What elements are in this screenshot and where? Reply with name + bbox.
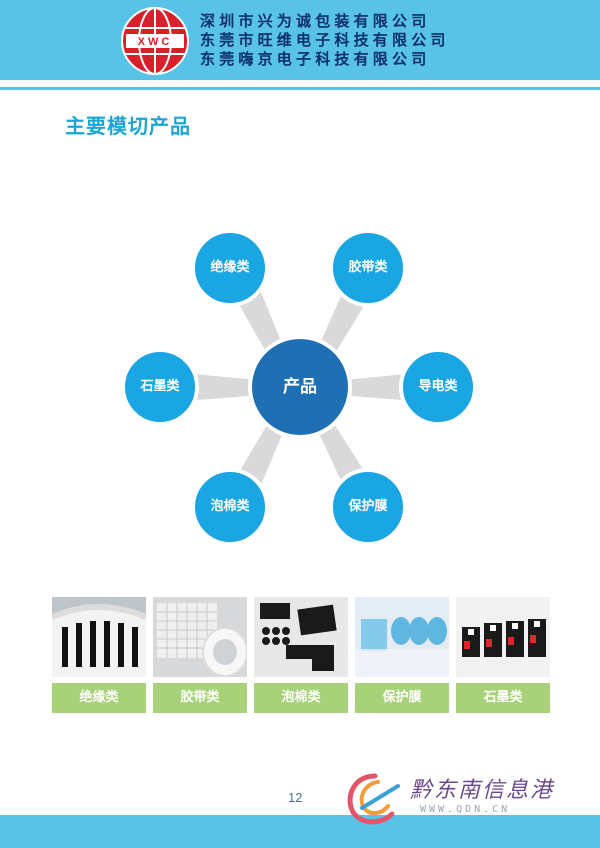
company-name-2: 东莞市旺维电子科技有限公司 [200, 31, 450, 49]
node-label-conductive: 导电类 [418, 379, 458, 394]
company-name-1: 深圳市兴为诚包装有限公司 [200, 12, 431, 30]
node-film [329, 468, 407, 546]
adhesive-tape-roll-photo-icon [153, 597, 247, 677]
caption-tape: 胶带类 [153, 683, 247, 713]
header-divider [0, 87, 600, 90]
company-name-3: 东莞嗨京电子科技有限公司 [200, 50, 431, 68]
section-title: 主要模切产品 [65, 114, 191, 138]
footer-banner [0, 815, 600, 848]
caption-graphite: 石墨类 [456, 683, 550, 713]
logo-text: XWC [138, 36, 173, 48]
node-graphite [121, 348, 199, 426]
watermark-title: 黔东南信息港 [410, 778, 555, 803]
node-conductive [399, 348, 477, 426]
watermark-logo-icon [347, 773, 400, 825]
caption-foam: 泡棉类 [254, 683, 348, 713]
center-node [248, 335, 352, 439]
photo-tape [153, 597, 247, 677]
xwc-logo-icon: XWC [121, 7, 189, 75]
node-label-foam: 泡棉类 [210, 499, 250, 514]
node-foam [191, 468, 269, 546]
insulation-tape-roll-photo-icon [52, 597, 146, 677]
black-foam-parts-photo-icon [254, 597, 348, 677]
photo-foam [254, 597, 348, 677]
header-banner [0, 0, 600, 80]
caption-insulation: 绝缘类 [52, 683, 146, 713]
node-label-film: 保护膜 [348, 499, 388, 514]
photo-insulation [52, 597, 146, 677]
caption-film: 保护膜 [355, 683, 449, 713]
photo-graphite [456, 597, 550, 677]
page-number: 12 [288, 790, 303, 805]
center-label: 产品 [283, 377, 317, 397]
node-label-tape: 胶带类 [348, 260, 388, 275]
company-names: 深圳市兴为诚包装有限公司 东莞市旺维电子科技有限公司 东莞嗨京电子科技有限公司 [200, 12, 490, 69]
watermark: 黔东南信息港 WWW.QDN.CN [340, 768, 580, 828]
blue-protective-film-photo-icon [355, 597, 449, 677]
photo-film [355, 597, 449, 677]
graphite-sheet-photo-icon [456, 597, 550, 677]
node-label-graphite: 石墨类 [140, 379, 180, 394]
node-label-insulation: 绝缘类 [210, 260, 250, 275]
watermark-url: WWW.QDN.CN [420, 804, 511, 815]
node-insulation [191, 229, 269, 307]
node-tape [329, 229, 407, 307]
